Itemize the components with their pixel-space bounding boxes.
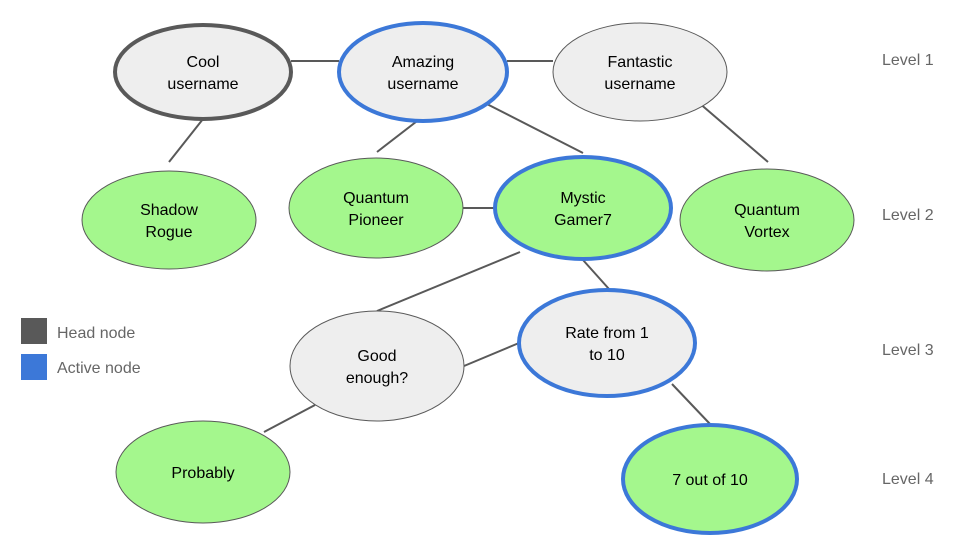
node-label-quantum-vortex-line-1: Quantum (734, 202, 800, 219)
node-shape-rate[interactable] (517, 288, 697, 398)
node-label-rate-line-1: Rate from 1 (565, 325, 649, 342)
level-label-1: Level 1 (882, 52, 934, 69)
edge-rate-to-seven (671, 383, 711, 425)
node-shape-good[interactable] (289, 310, 465, 422)
node-shape-cool[interactable] (113, 23, 293, 121)
nodes-layer: Cool username Amazing username Fantastic user… (81, 21, 855, 535)
node-label-seven-line-1: 7 out of 10 (672, 472, 748, 489)
node-shape-fantastic[interactable] (552, 22, 728, 122)
node-label-cool-line-1: Cool (187, 54, 220, 71)
node-label-mystic-line-2: Gamer7 (554, 212, 612, 229)
node-good[interactable]: Good enough? (289, 310, 465, 422)
edge-mystic-to-rate (582, 259, 610, 290)
node-shape-quantum-vortex[interactable] (679, 168, 855, 272)
level-label-3: Level 3 (882, 342, 934, 359)
node-rate[interactable]: Rate from 1 to 10 (517, 288, 697, 398)
node-label-probably-line-1: Probably (171, 465, 234, 482)
node-seven[interactable]: 7 out of 10 (621, 423, 799, 535)
node-cool[interactable]: Cool username (113, 23, 293, 121)
node-amazing[interactable]: Amazing username (337, 21, 509, 123)
node-label-quantum-vortex-line-2: Vortex (744, 224, 789, 241)
legend-swatch-head (21, 318, 47, 344)
node-label-quantum-pioneer-line-2: Pioneer (348, 212, 404, 229)
node-label-cool-line-2: username (167, 76, 238, 93)
node-label-good-line-1: Good (357, 348, 396, 365)
legend-swatch-active (21, 354, 47, 380)
node-label-amazing-line-1: Amazing (392, 54, 454, 71)
node-label-shadow-line-1: Shadow (140, 202, 198, 219)
legend-label-active: Active node (57, 360, 141, 377)
edges-layer (168, 60, 769, 433)
node-shape-seven[interactable] (621, 423, 799, 535)
node-probably[interactable]: Probably (115, 420, 291, 524)
node-label-rate-line-2: to 10 (589, 347, 625, 364)
level-labels: Level 1 Level 2 Level 3 Level 4 (882, 52, 934, 488)
node-shape-mystic[interactable] (493, 155, 673, 261)
edge-cool-to-shadow (168, 118, 204, 163)
level-label-2: Level 2 (882, 207, 934, 224)
legend: Head node Active node (21, 318, 141, 380)
edge-amazing-to-quantum-pioneer (376, 117, 422, 153)
node-label-fantastic-line-1: Fantastic (608, 54, 673, 71)
node-fantastic[interactable]: Fantastic username (552, 22, 728, 122)
edge-amazing-to-mystic (478, 99, 584, 154)
node-label-fantastic-line-2: username (604, 76, 675, 93)
node-label-mystic-line-1: Mystic (560, 190, 605, 207)
node-shape-shadow[interactable] (81, 170, 257, 270)
edge-good-to-probably (263, 404, 316, 433)
node-label-shadow-line-2: Rogue (145, 224, 192, 241)
edge-fantastic-to-quantum-vortex (697, 101, 769, 163)
node-label-quantum-pioneer-line-1: Quantum (343, 190, 409, 207)
edge-mystic-to-good (376, 251, 521, 312)
level-label-4: Level 4 (882, 471, 934, 488)
edge-good-to-rate (463, 342, 520, 367)
node-shape-quantum-pioneer[interactable] (288, 157, 464, 259)
legend-label-head: Head node (57, 325, 135, 342)
node-shape-probably[interactable] (115, 420, 291, 524)
node-shape-amazing[interactable] (337, 21, 509, 123)
node-label-amazing-line-2: username (387, 76, 458, 93)
node-label-good-line-2: enough? (346, 370, 408, 387)
